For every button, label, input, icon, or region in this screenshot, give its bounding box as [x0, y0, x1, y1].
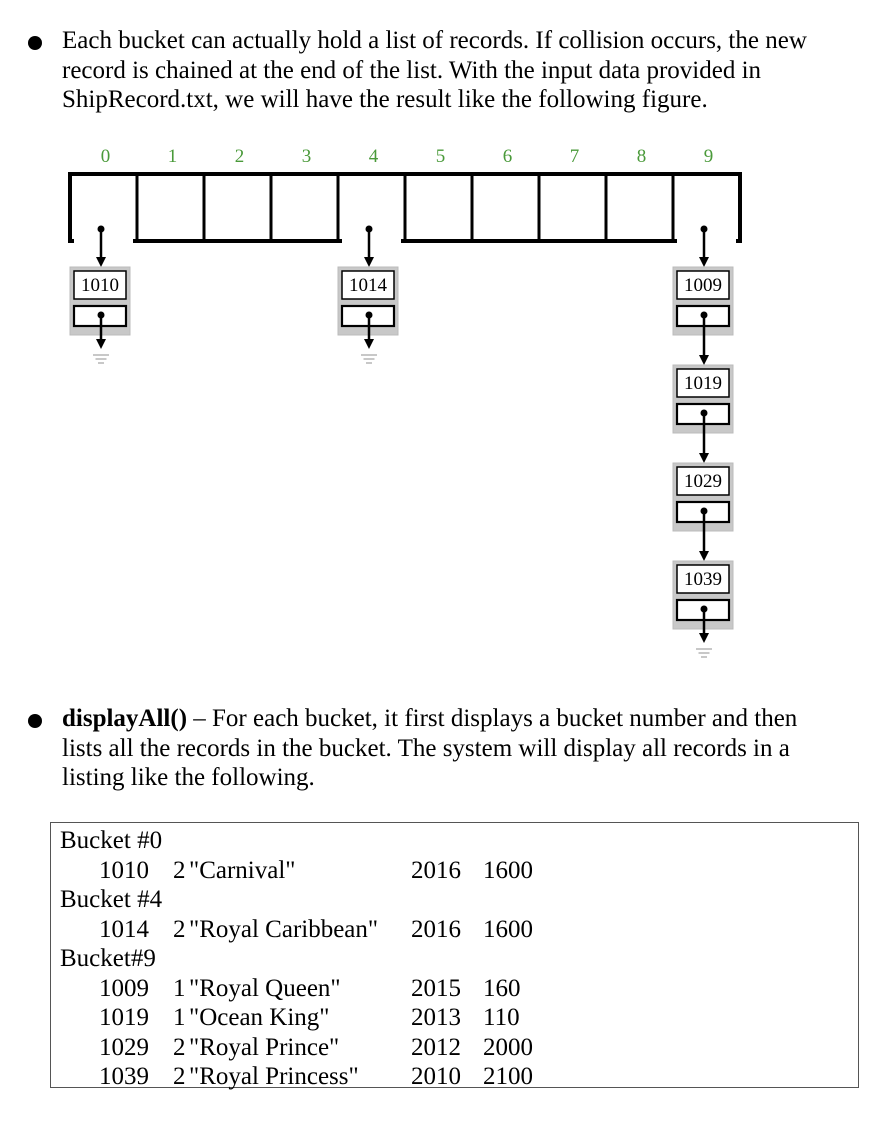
record-id: 1009 [99, 974, 149, 1002]
record-name: "Ocean King" [189, 1004, 330, 1031]
bullet-2 [28, 714, 42, 728]
record-key: 1029 [684, 471, 722, 492]
record-type: 2 [173, 1033, 186, 1061]
record-year: 2016 [411, 856, 461, 884]
record-capacity: 1600 [483, 915, 533, 943]
bucket-heading-text: Bucket #0 [60, 827, 163, 854]
bucket-index-label: 8 [637, 146, 647, 167]
bucket-index-label: 4 [369, 146, 379, 167]
record-key-cell [73, 270, 127, 300]
paragraph-displayall: displayAll() – For each bucket, it first… [62, 704, 862, 793]
arrowhead [699, 355, 709, 365]
arrowhead [96, 339, 106, 349]
bucket-index-label: 7 [570, 146, 580, 167]
record-capacity: 160 [483, 974, 521, 1002]
arrowhead [364, 339, 374, 349]
record-key: 1014 [349, 275, 388, 296]
record-key-cell [676, 466, 730, 496]
pointer-dot [700, 507, 708, 515]
bucket-index-label: 5 [436, 146, 446, 167]
record-key-cell [341, 270, 395, 300]
record-year: 2013 [411, 1004, 461, 1031]
record-row: 1019 1"Ocean King" 2013 110 [51, 1003, 851, 1033]
record-row: 1009 1"Royal Queen" 2015 160 [51, 974, 851, 1004]
bucket-index-label: 0 [101, 146, 111, 167]
record-name: "Royal Caribbean" [189, 915, 379, 943]
record-id: 1039 [99, 1063, 149, 1090]
pointer-dot [700, 225, 708, 233]
record-key-cell [676, 368, 730, 398]
record-capacity: 2100 [483, 1063, 533, 1090]
arrowhead [699, 257, 709, 267]
pointer-dot [365, 311, 373, 319]
pointer-dot [700, 605, 708, 613]
record-name: "Carnival" [189, 856, 296, 884]
hash-table-diagram: 0 1 2 3 4 5 6 7 8 9 1010 1014 1009 1019 1029 1039 [68, 146, 742, 658]
record-name: "Royal Prince" [189, 1033, 340, 1061]
record-key-cell [676, 564, 730, 594]
pointer-dot [97, 311, 105, 319]
record-key: 1039 [684, 569, 722, 590]
record-id: 1029 [99, 1033, 149, 1061]
para2-line-2: lists all the records in the bucket. The… [62, 734, 790, 762]
bucket-index-label: 1 [168, 146, 178, 167]
record-year: 2016 [411, 915, 461, 943]
record-id: 1019 [99, 1004, 149, 1031]
arrowhead [699, 633, 709, 643]
record-key-cell [676, 270, 730, 300]
pointer-dot [700, 311, 708, 319]
record-key: 1010 [81, 275, 119, 296]
record-name: "Royal Princess" [189, 1063, 359, 1090]
bucket-index-label: 3 [302, 146, 312, 167]
para1-line-3: ShipRecord.txt, we will have the result … [62, 86, 708, 113]
record-year: 2012 [411, 1033, 461, 1061]
record-id: 1014 [99, 915, 149, 943]
record-type: 2 [173, 1063, 186, 1090]
record-row: 1039 2"Royal Princess" 2010 2100 [51, 1062, 851, 1092]
pointer-dot [700, 409, 708, 417]
record-key: 1019 [684, 373, 722, 394]
record-type: 1 [173, 974, 186, 1002]
bucket-index-label: 6 [503, 146, 513, 167]
record-capacity: 110 [483, 1004, 520, 1031]
arrowhead [699, 551, 709, 561]
bucket-heading-text: Bucket #4 [60, 886, 163, 913]
record-type: 2 [173, 915, 186, 943]
pointer-dot [365, 225, 373, 233]
record-key: 1009 [684, 275, 722, 296]
record-type: 2 [173, 856, 186, 884]
para1-line-1: Each bucket can actually hold a list of … [62, 27, 807, 54]
bucket-heading-text: Bucket#9 [60, 945, 156, 972]
paragraph-bucket-chaining: Each bucket can actually hold a list of … [62, 26, 862, 115]
para2-line-3: listing like the following. [62, 764, 315, 791]
arrowhead [699, 453, 709, 463]
para2-line-1: – For each bucket, it first displays a b… [187, 705, 798, 732]
displayall-title: displayAll() [62, 705, 188, 732]
record-row: 1014 2"Royal Caribbean" 2016 1600 [51, 915, 851, 945]
arrowhead [364, 257, 374, 267]
record-capacity: 2000 [483, 1033, 533, 1061]
record-type: 1 [173, 1004, 186, 1031]
record-row: 1029 2"Royal Prince" 2012 2000 [51, 1033, 851, 1063]
record-year: 2015 [411, 974, 461, 1002]
bucket-index-label: 9 [704, 146, 714, 167]
record-name: "Royal Queen" [189, 974, 341, 1002]
bucket-heading: Bucket #4 [51, 885, 851, 915]
record-id: 1010 [99, 856, 149, 884]
para1-line-2: record is chained at the end of the list… [62, 56, 762, 84]
record-capacity: 1600 [483, 856, 533, 884]
record-row: 1010 2"Carnival" 2016 1600 [51, 856, 851, 886]
record-year: 2010 [411, 1063, 461, 1090]
pointer-dot [97, 225, 105, 233]
bucket-heading: Bucket#9 [51, 944, 851, 974]
bucket-index-label: 2 [235, 146, 245, 167]
bullet-1 [28, 36, 42, 50]
arrowhead [96, 257, 106, 267]
bucket-heading: Bucket #0 [51, 826, 851, 856]
